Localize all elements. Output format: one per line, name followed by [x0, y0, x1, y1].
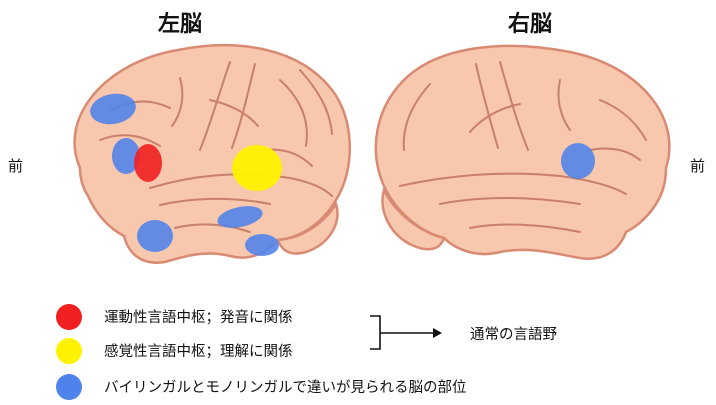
- bilingual-spot-temporal-front: [137, 220, 173, 252]
- right-brain: [374, 44, 671, 260]
- left-cerebellum: [276, 201, 339, 255]
- legend-bracket: [370, 315, 381, 350]
- normal-language-area-label: 通常の言語野: [470, 327, 557, 343]
- sensory-legend-dot: [56, 338, 82, 364]
- right-brain-gyri: [399, 61, 647, 233]
- bilingual-spot-frontal-lower: [112, 138, 140, 174]
- bilingual-spot-right-hemisphere: [561, 143, 595, 179]
- left-brain-gyri: [99, 61, 333, 233]
- bilingual-spot-temporal-mid: [217, 206, 263, 228]
- right-brain-title: 右脳: [508, 12, 553, 37]
- front-label-left: 前: [8, 157, 24, 175]
- bilingual-legend-text: バイリンガルとモノリンガルで違いが見られる脳の部位: [104, 380, 467, 396]
- front-label-right: 前: [690, 157, 706, 175]
- bilingual-spot-frontal-upper: [90, 93, 136, 125]
- right-cerebellum: [381, 186, 446, 251]
- broca-area-spot: [134, 144, 162, 182]
- bracket-arrow: [370, 315, 442, 350]
- left-brain-title: 左脳: [158, 12, 203, 37]
- motor-legend-text: 運動性言語中枢；発音に関係: [104, 310, 293, 326]
- wernicke-area-spot: [232, 145, 282, 191]
- bilingual-legend-dot: [56, 374, 82, 400]
- bilingual-spot-temporal-back: [245, 234, 279, 256]
- spots: [90, 93, 595, 256]
- motor-legend-dot: [56, 304, 82, 330]
- arrow-head: [433, 328, 442, 338]
- sensory-legend-text: 感覚性言語中枢；理解に関係: [104, 344, 293, 360]
- left-brain: [73, 44, 351, 264]
